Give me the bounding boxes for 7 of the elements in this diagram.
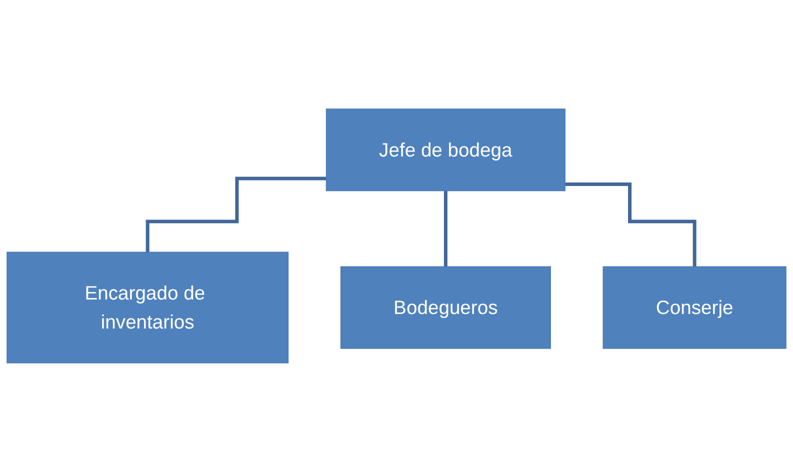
- connector: [565, 182, 696, 268]
- node-box: Bodegueros: [340, 266, 551, 349]
- node-box: Jefe de bodega: [326, 108, 566, 192]
- node-box: Encargado de inventarios: [6, 252, 289, 364]
- connector: [444, 189, 448, 268]
- node-box: Conserje: [602, 266, 786, 349]
- connector: [146, 176, 326, 254]
